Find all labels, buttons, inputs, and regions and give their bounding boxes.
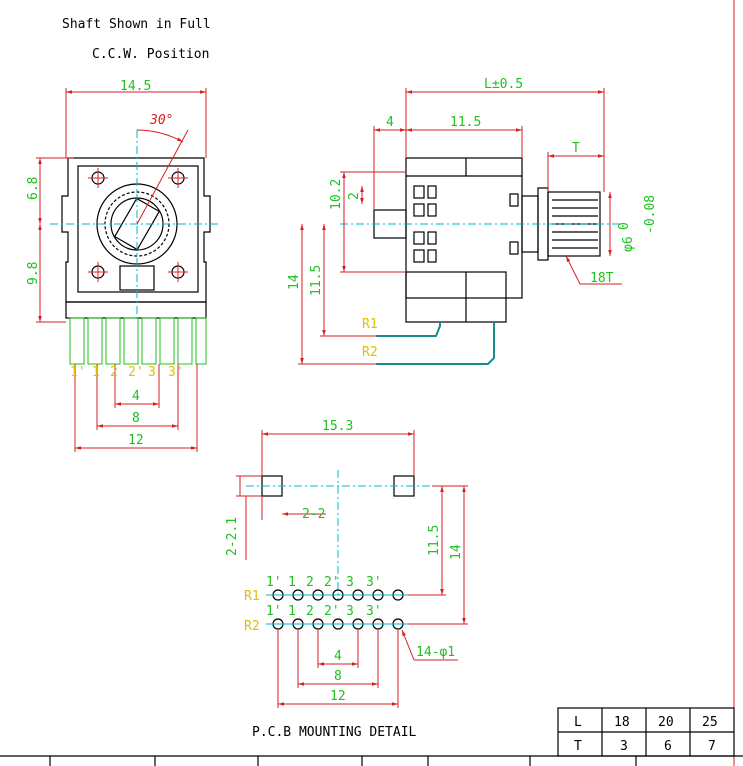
pcb-width-label: 15.3: [322, 419, 353, 434]
lt-table: L 18 20 25 T 3 6 7: [574, 715, 718, 754]
lt-table-grid: [557, 707, 735, 757]
side-view: [298, 88, 622, 365]
front-width-label: 14.5: [120, 79, 151, 94]
side-lower-block: [405, 271, 507, 323]
front-pin-labels: 1' 1 2 2' 3 3': [70, 365, 184, 380]
pcb-hole-label: 2-2: [302, 507, 325, 522]
pcb-pin-label: 1: [288, 604, 296, 619]
front-pin-label: 1: [92, 365, 100, 380]
front-pin-label: 1': [70, 365, 86, 380]
title-block-ticks: [49, 756, 637, 766]
side-dim-2: 2: [347, 192, 362, 200]
note-line-2: C.C.W. Position: [92, 47, 209, 62]
pcb-dim-4: 4: [334, 649, 342, 664]
front-base: [65, 301, 207, 319]
side-t-label: T: [572, 141, 580, 156]
pcb-pin-label: 2': [324, 604, 340, 619]
pcb-row1-labels: 1' 1 2 2' 3 3': [266, 575, 382, 590]
pcb-dim-14: 14: [449, 544, 464, 560]
side-shaft-tol-upper: 0: [617, 222, 632, 230]
front-lower-label: 9.8: [26, 262, 41, 285]
table-cell: 25: [702, 715, 718, 730]
front-dim-8: 8: [132, 411, 140, 426]
front-pin-label: 2': [128, 365, 144, 380]
pcb-pin-label: 3: [346, 604, 354, 619]
side-body: [405, 157, 523, 299]
side-dim-11-5: 11.5: [309, 265, 324, 296]
side-shaft-tol-lower: -0.08: [643, 195, 658, 234]
side-knurl-lines: [552, 199, 598, 249]
side-teeth-label: 18T: [590, 271, 614, 286]
side-shaft-dia: φ6: [621, 236, 636, 252]
side-dim-11-5-top: 11.5: [450, 115, 481, 130]
pcb-pin-label: 2': [324, 575, 340, 590]
pcb-pin-label: 3': [366, 575, 382, 590]
front-pin-label: 3: [148, 365, 156, 380]
pcb-pin-label: 1': [266, 575, 282, 590]
side-terminal-clips: [413, 185, 519, 263]
table-cell: 6: [664, 739, 672, 754]
table-cell: 18: [614, 715, 630, 730]
pcb-title: P.C.B MOUNTING DETAIL: [252, 725, 417, 740]
pcb-pin-label: 2: [306, 575, 314, 590]
pcb-holes-label: 14-φ1: [416, 645, 455, 660]
side-dim-14: 14: [287, 274, 302, 290]
front-upper-label: 6.8: [26, 177, 41, 200]
front-view: [36, 88, 220, 452]
pcb-dim-11-5: 11.5: [427, 525, 442, 556]
front-inner-plate: [77, 165, 199, 293]
pcb-r1-label: R1: [244, 589, 260, 604]
side-r2-label: R2: [362, 345, 378, 360]
pcb-r2-label: R2: [244, 619, 260, 634]
pcb-pin-label: 3: [346, 575, 354, 590]
front-terminals: [69, 317, 207, 365]
front-dim-12: 12: [128, 433, 144, 448]
front-shaft-slot: [113, 197, 161, 251]
front-pin-label: 3': [168, 365, 184, 380]
front-dim-4: 4: [132, 389, 140, 404]
pcb-dim-8: 8: [334, 669, 342, 684]
pcb-pin-label: 3': [366, 604, 382, 619]
side-dim-4: 4: [386, 115, 394, 130]
table-cell: T: [574, 739, 582, 754]
pcb-pin-label: 1': [266, 604, 282, 619]
pcb-row2-labels: 1' 1 2 2' 3 3': [266, 604, 382, 619]
note-line-1: Shaft Shown in Full: [62, 17, 211, 32]
table-cell: 7: [708, 739, 716, 754]
pcb-slot-label: 2-2.1: [225, 517, 240, 556]
pcb-view: [236, 430, 468, 708]
pcb-dim-12: 12: [330, 689, 346, 704]
table-cell: L: [574, 715, 582, 730]
front-mount-holes: [88, 168, 188, 282]
pcb-pin-label: 2: [306, 604, 314, 619]
side-length-label: L±0.5: [484, 77, 523, 92]
front-angle-label: 30°: [149, 113, 173, 128]
pcb-pin-label: 1: [288, 575, 296, 590]
table-cell: 20: [658, 715, 674, 730]
table-cell: 3: [620, 739, 628, 754]
side-r1-label: R1: [362, 317, 378, 332]
side-dim-10-2: 10.2: [329, 179, 344, 210]
front-pin-label: 2: [110, 365, 118, 380]
